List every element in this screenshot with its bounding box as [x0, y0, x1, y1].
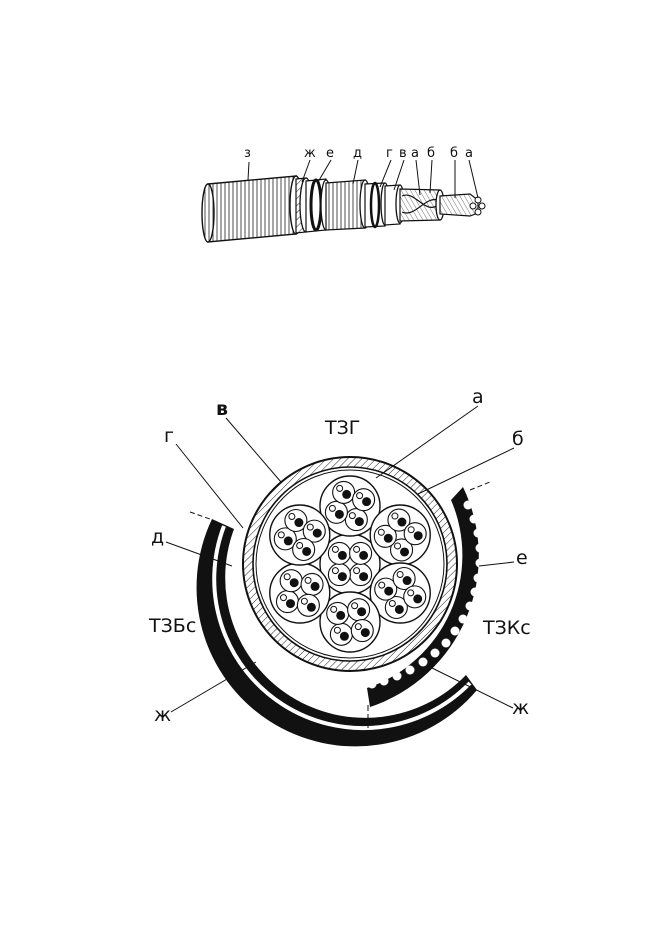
top-label-a2: а: [465, 146, 473, 161]
conductor-pair: [300, 572, 324, 596]
bottom-leader-lines: [165, 405, 515, 713]
label-d: д: [151, 526, 165, 548]
pair-bundle: [369, 504, 431, 566]
conductor-pair: [384, 595, 408, 620]
conductor-pair: [344, 508, 368, 532]
conductor-pair: [347, 598, 371, 622]
conductor-pair: [302, 519, 326, 543]
conductor-pair: [389, 538, 414, 562]
pair-bundle: [319, 475, 381, 537]
conductor-pair: [332, 480, 356, 504]
conductor-pair: [403, 585, 427, 609]
conductor-pair: [326, 601, 350, 625]
conductor-pair: [350, 619, 374, 643]
conductor-pair: [292, 537, 316, 562]
conductor-pair: [374, 577, 398, 601]
top-label-a1: а: [411, 146, 419, 161]
pair-bundle: [319, 591, 381, 653]
conductor-pair: [349, 541, 373, 565]
label-tzbs: ТЗБс: [149, 615, 197, 637]
label-g: г: [164, 425, 174, 447]
conductor-pair: [327, 563, 351, 587]
conductor-pair: [392, 566, 416, 591]
conductor-pair: [403, 522, 427, 546]
conductor-pair: [329, 622, 353, 646]
outer-jacket-layer: [201, 175, 303, 243]
conductor-pair: [273, 527, 297, 551]
pair-bundle: [269, 504, 331, 566]
top-label-b1: б: [427, 146, 436, 161]
conductor-pair: [279, 569, 303, 593]
armor-layer-tzbs: [196, 519, 477, 747]
conductor-pair: [373, 524, 397, 548]
label-tzks: ТЗКс: [483, 617, 531, 639]
label-a: а: [472, 386, 484, 408]
top-leader-lines: [247, 159, 479, 199]
top-label-b2: б: [450, 146, 459, 161]
top-label-d: д: [353, 146, 362, 161]
top-label-zh: ж: [304, 146, 316, 161]
armor-wires: [367, 500, 485, 689]
label-b: б: [512, 428, 524, 450]
conductor-pair: [349, 563, 373, 587]
conductor-pair: [296, 593, 320, 617]
top-label-g: г: [386, 146, 393, 161]
label-zh-right: ж: [512, 697, 530, 719]
conductor-pair: [327, 541, 351, 565]
pair-bundle: [269, 562, 331, 624]
label-v: в: [216, 398, 229, 420]
conductor-pair: [324, 500, 348, 524]
top-label-e: е: [326, 146, 334, 161]
top-label-z: з: [244, 146, 251, 161]
conductor-pair: [275, 590, 300, 614]
conductor-pair: [284, 508, 308, 533]
label-tzg: ТЗГ: [325, 417, 361, 439]
label-zh-left: ж: [154, 704, 172, 726]
pair-bundle: [369, 562, 431, 624]
conductor-pair: [387, 508, 411, 532]
inner-pair-bundle: [439, 193, 486, 217]
pair-bundle: [319, 533, 381, 595]
top-label-v: в: [399, 146, 407, 161]
conductor-pair: [352, 488, 376, 512]
label-e: е: [516, 547, 528, 569]
